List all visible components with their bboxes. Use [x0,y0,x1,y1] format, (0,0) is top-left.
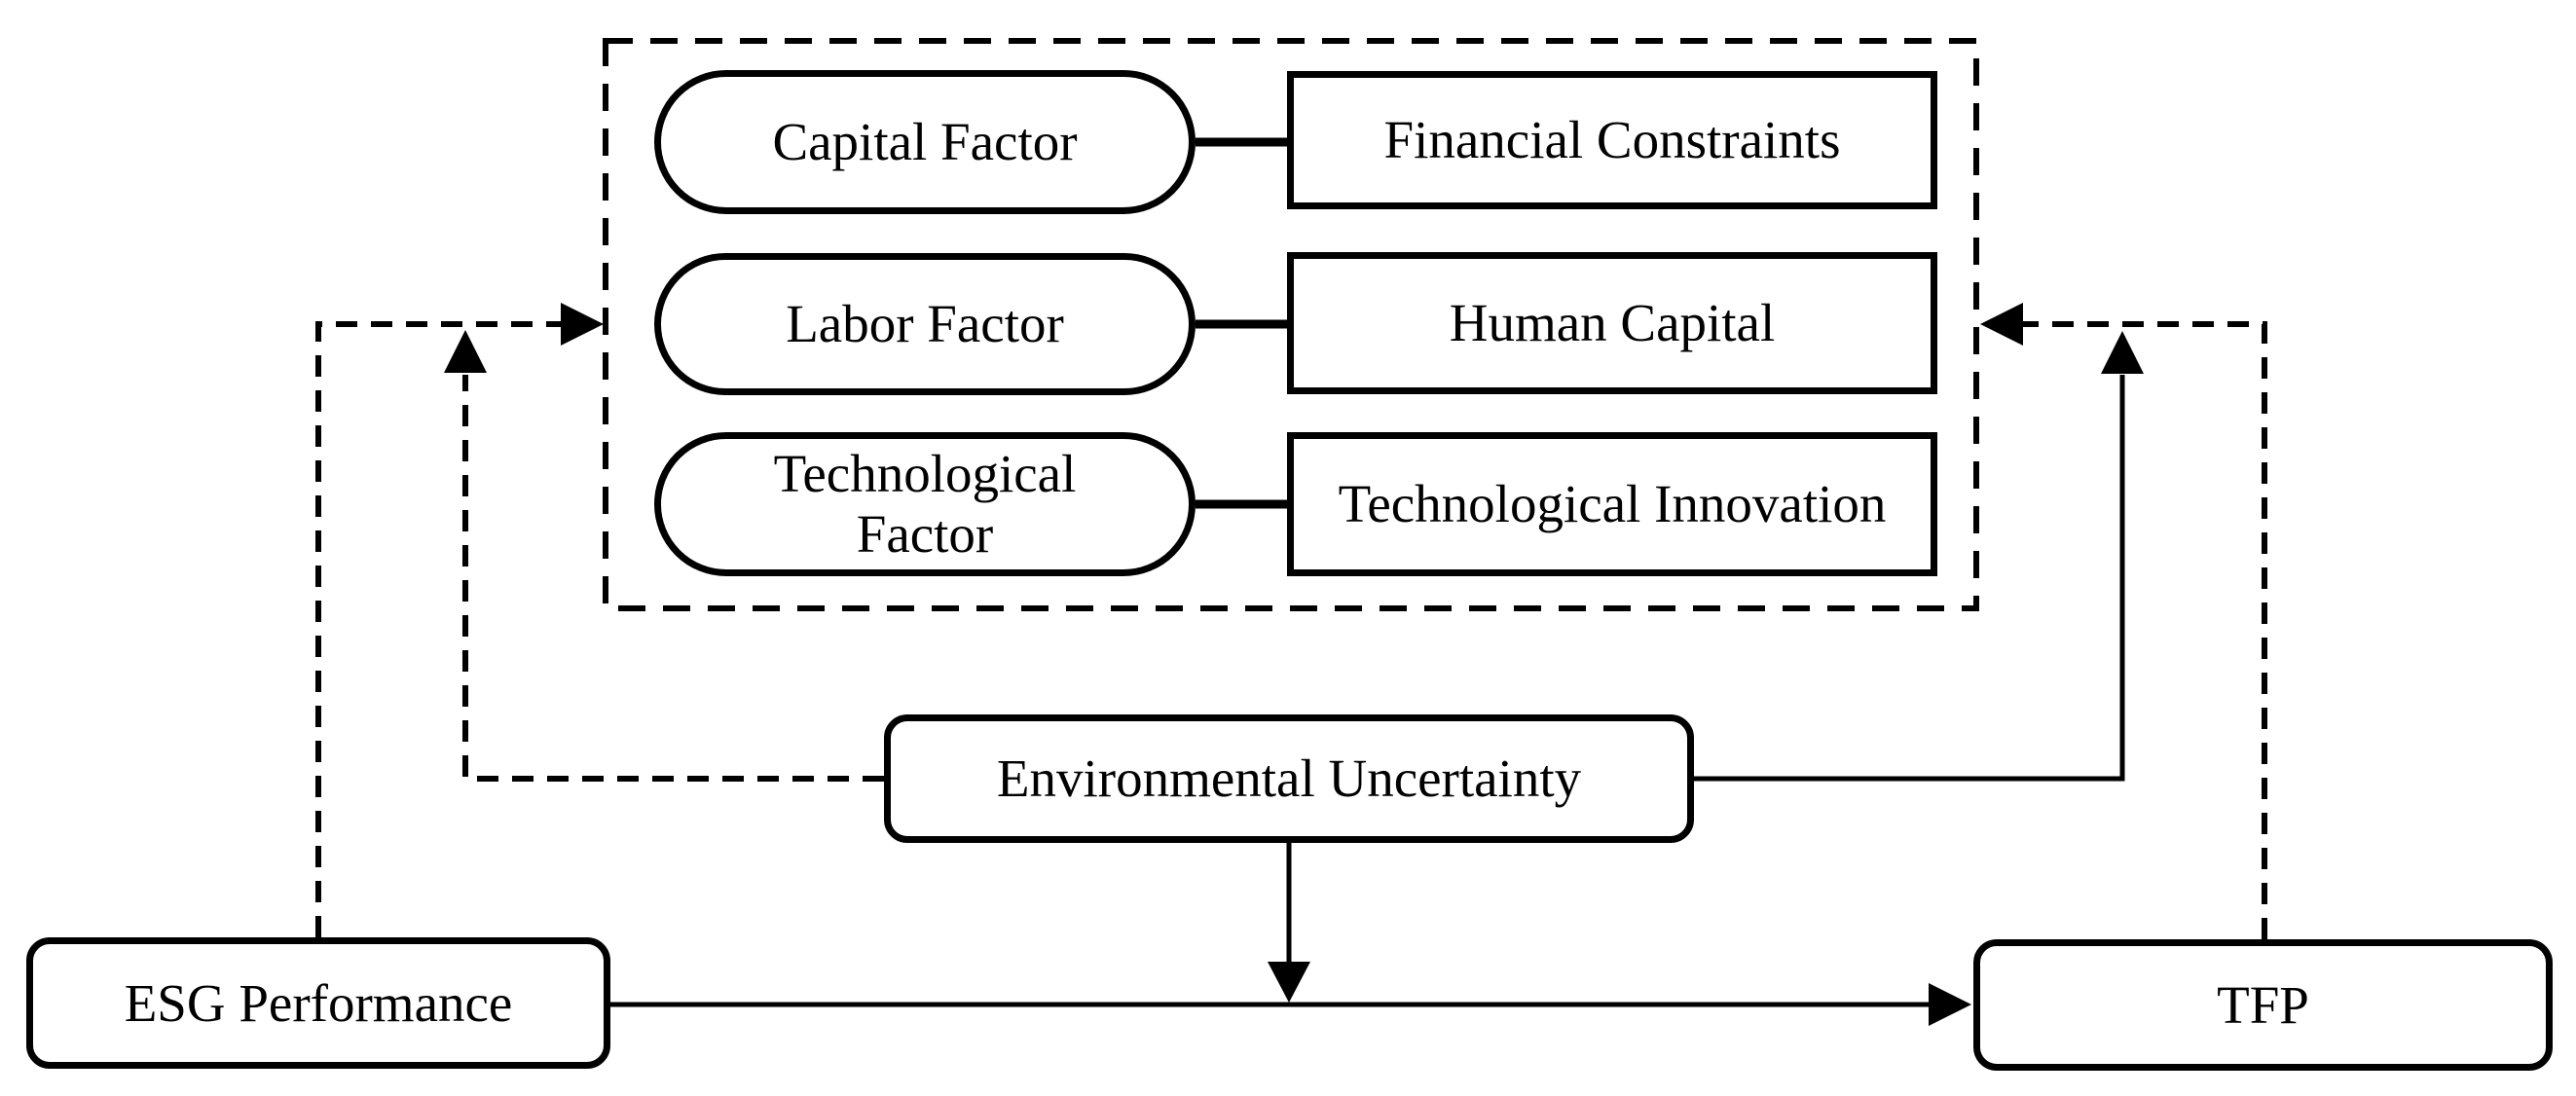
environmental-uncertainty-node: Environmental Uncertainty [884,714,1694,843]
factor-group-dashed-box [603,38,1979,611]
tfp-label: TFP [2217,974,2309,1035]
eu-right-up-arrow-shaft [1694,375,2125,782]
capital-factor-label: Capital Factor [772,112,1078,172]
labor-factor-label: Labor Factor [786,294,1064,354]
esg-to-tfp-arrowhead [1929,983,1971,1026]
technological-innovation-node: Technological Innovation [1287,432,1937,576]
human-capital-node: Human Capital [1287,252,1937,394]
tfp-to-factorbox-arrowhead [1980,303,2023,346]
esg-to-factorbox-dashed-shaft [315,321,563,937]
esg-performance-label: ESG Performance [124,972,513,1033]
tfp-to-factorbox-dashed-shaft [2021,321,2267,939]
labor-factor-node: Labor Factor [654,253,1196,395]
technological-factor-label: Technological Factor [773,444,1077,564]
technological-factor-node: Technological Factor [654,432,1196,576]
environmental-uncertainty-label: Environmental Uncertainty [996,749,1582,809]
eu-down-arrowhead [1268,962,1310,1003]
human-capital-label: Human Capital [1449,293,1776,353]
tfp-node: TFP [1973,939,2553,1071]
capital-factor-node: Capital Factor [654,70,1196,214]
esg-performance-node: ESG Performance [26,937,610,1069]
esg-to-factorbox-arrowhead [561,303,604,346]
financial-constraints-label: Financial Constraints [1383,110,1841,170]
technological-innovation-label: Technological Innovation [1338,474,1887,534]
financial-constraints-node: Financial Constraints [1287,71,1937,209]
eu-right-up-arrowhead [2101,331,2144,374]
eu-left-up-arrowhead [444,330,487,373]
